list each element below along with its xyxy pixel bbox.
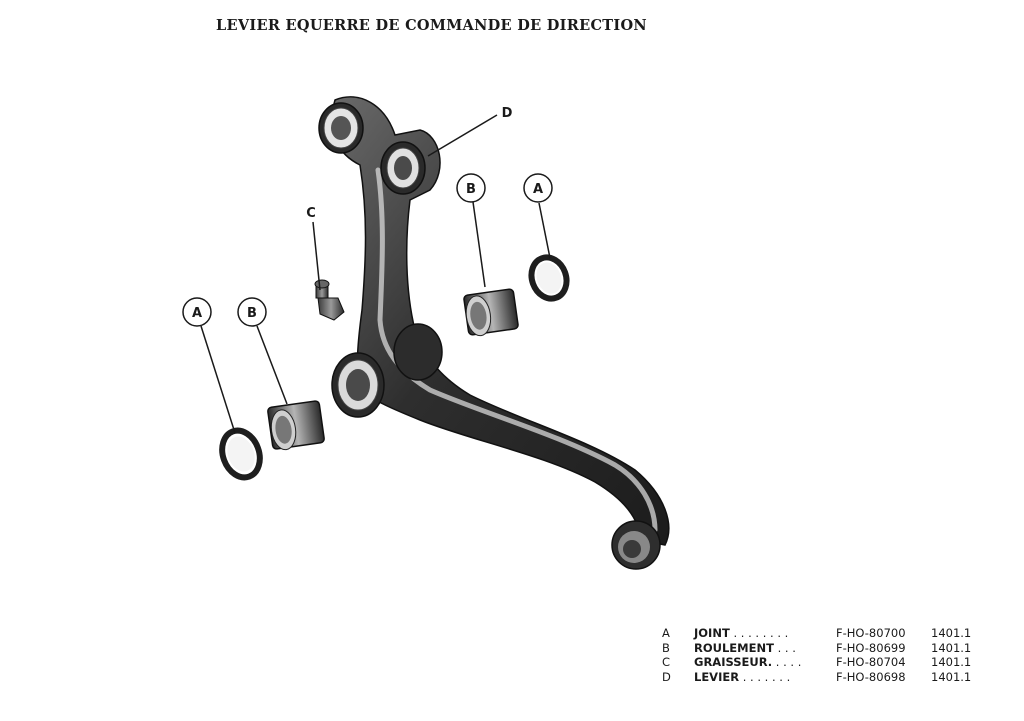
legend-code: 1401.1	[931, 655, 972, 669]
legend-code: 1401.1	[931, 626, 972, 640]
legend-part-label: JOINT	[694, 626, 730, 640]
callout-a-left-label: A	[192, 306, 202, 321]
callout-d-label: D	[502, 106, 513, 121]
legend-reference: F-HO-80704	[836, 655, 906, 669]
legend-row: A JOINT . . . . . . . . F-HO-80700 1401.…	[662, 626, 981, 641]
callout-b-right-label: B	[466, 182, 476, 197]
bearing-left-part	[267, 400, 325, 451]
legend-part-name: LEVIER . . . . . . .	[694, 670, 836, 685]
legend-row: D LEVIER . . . . . . . F-HO-80698 1401.1	[662, 670, 981, 685]
callout-c: C	[306, 206, 316, 221]
callout-a-right: A	[523, 173, 553, 203]
legend-reference: F-HO-80699	[836, 640, 906, 655]
legend-code: 1401.1	[931, 640, 972, 655]
callout-b-right: B	[456, 173, 486, 203]
steering-lever-part	[318, 96, 670, 570]
legend-part-name: ROULEMENT . . .	[694, 641, 836, 656]
seal-left-part	[219, 427, 263, 481]
legend-dots: . . .	[773, 640, 796, 655]
legend-letter: C	[662, 655, 671, 669]
seal-right-part	[528, 254, 570, 302]
legend-dots: . . . .	[772, 655, 802, 669]
legend-part-label: ROULEMENT	[694, 640, 774, 655]
legend-letter: A	[662, 626, 670, 640]
legend-part-name: GRAISSEUR. . . . .	[694, 655, 836, 670]
legend-code: 1401.1	[931, 669, 972, 684]
legend-row: B ROULEMENT . . . F-HO-80699 1401.1	[662, 641, 981, 656]
legend-dots: . . . . . . .	[739, 669, 791, 684]
legend-part-label: LEVIER	[694, 669, 740, 684]
legend-reference: F-HO-80698	[836, 669, 906, 684]
legend-part-name: JOINT . . . . . . . .	[694, 626, 836, 641]
callout-a-left: A	[182, 297, 212, 327]
callout-a-right-label: A	[533, 182, 543, 197]
page-title: LEVIER EQUERRE DE COMMANDE DE DIRECTION	[216, 17, 647, 34]
leader-lines	[200, 114, 551, 434]
legend-letter: B	[662, 640, 670, 655]
callout-c-label: C	[306, 206, 316, 221]
legend-reference: F-HO-80700	[836, 626, 906, 640]
legend-dots: . . . . . . . .	[729, 626, 789, 640]
legend-part-label: GRAISSEUR.	[694, 655, 773, 669]
legend-row: C GRAISSEUR. . . . . F-HO-80704 1401.1	[662, 655, 981, 670]
callout-b-left: B	[237, 297, 267, 327]
callout-b-left-label: B	[247, 306, 257, 321]
parts-legend: A JOINT . . . . . . . . F-HO-80700 1401.…	[662, 626, 981, 684]
callout-d: D	[502, 106, 513, 121]
bearing-right-part	[463, 288, 519, 337]
legend-letter: D	[662, 669, 671, 684]
